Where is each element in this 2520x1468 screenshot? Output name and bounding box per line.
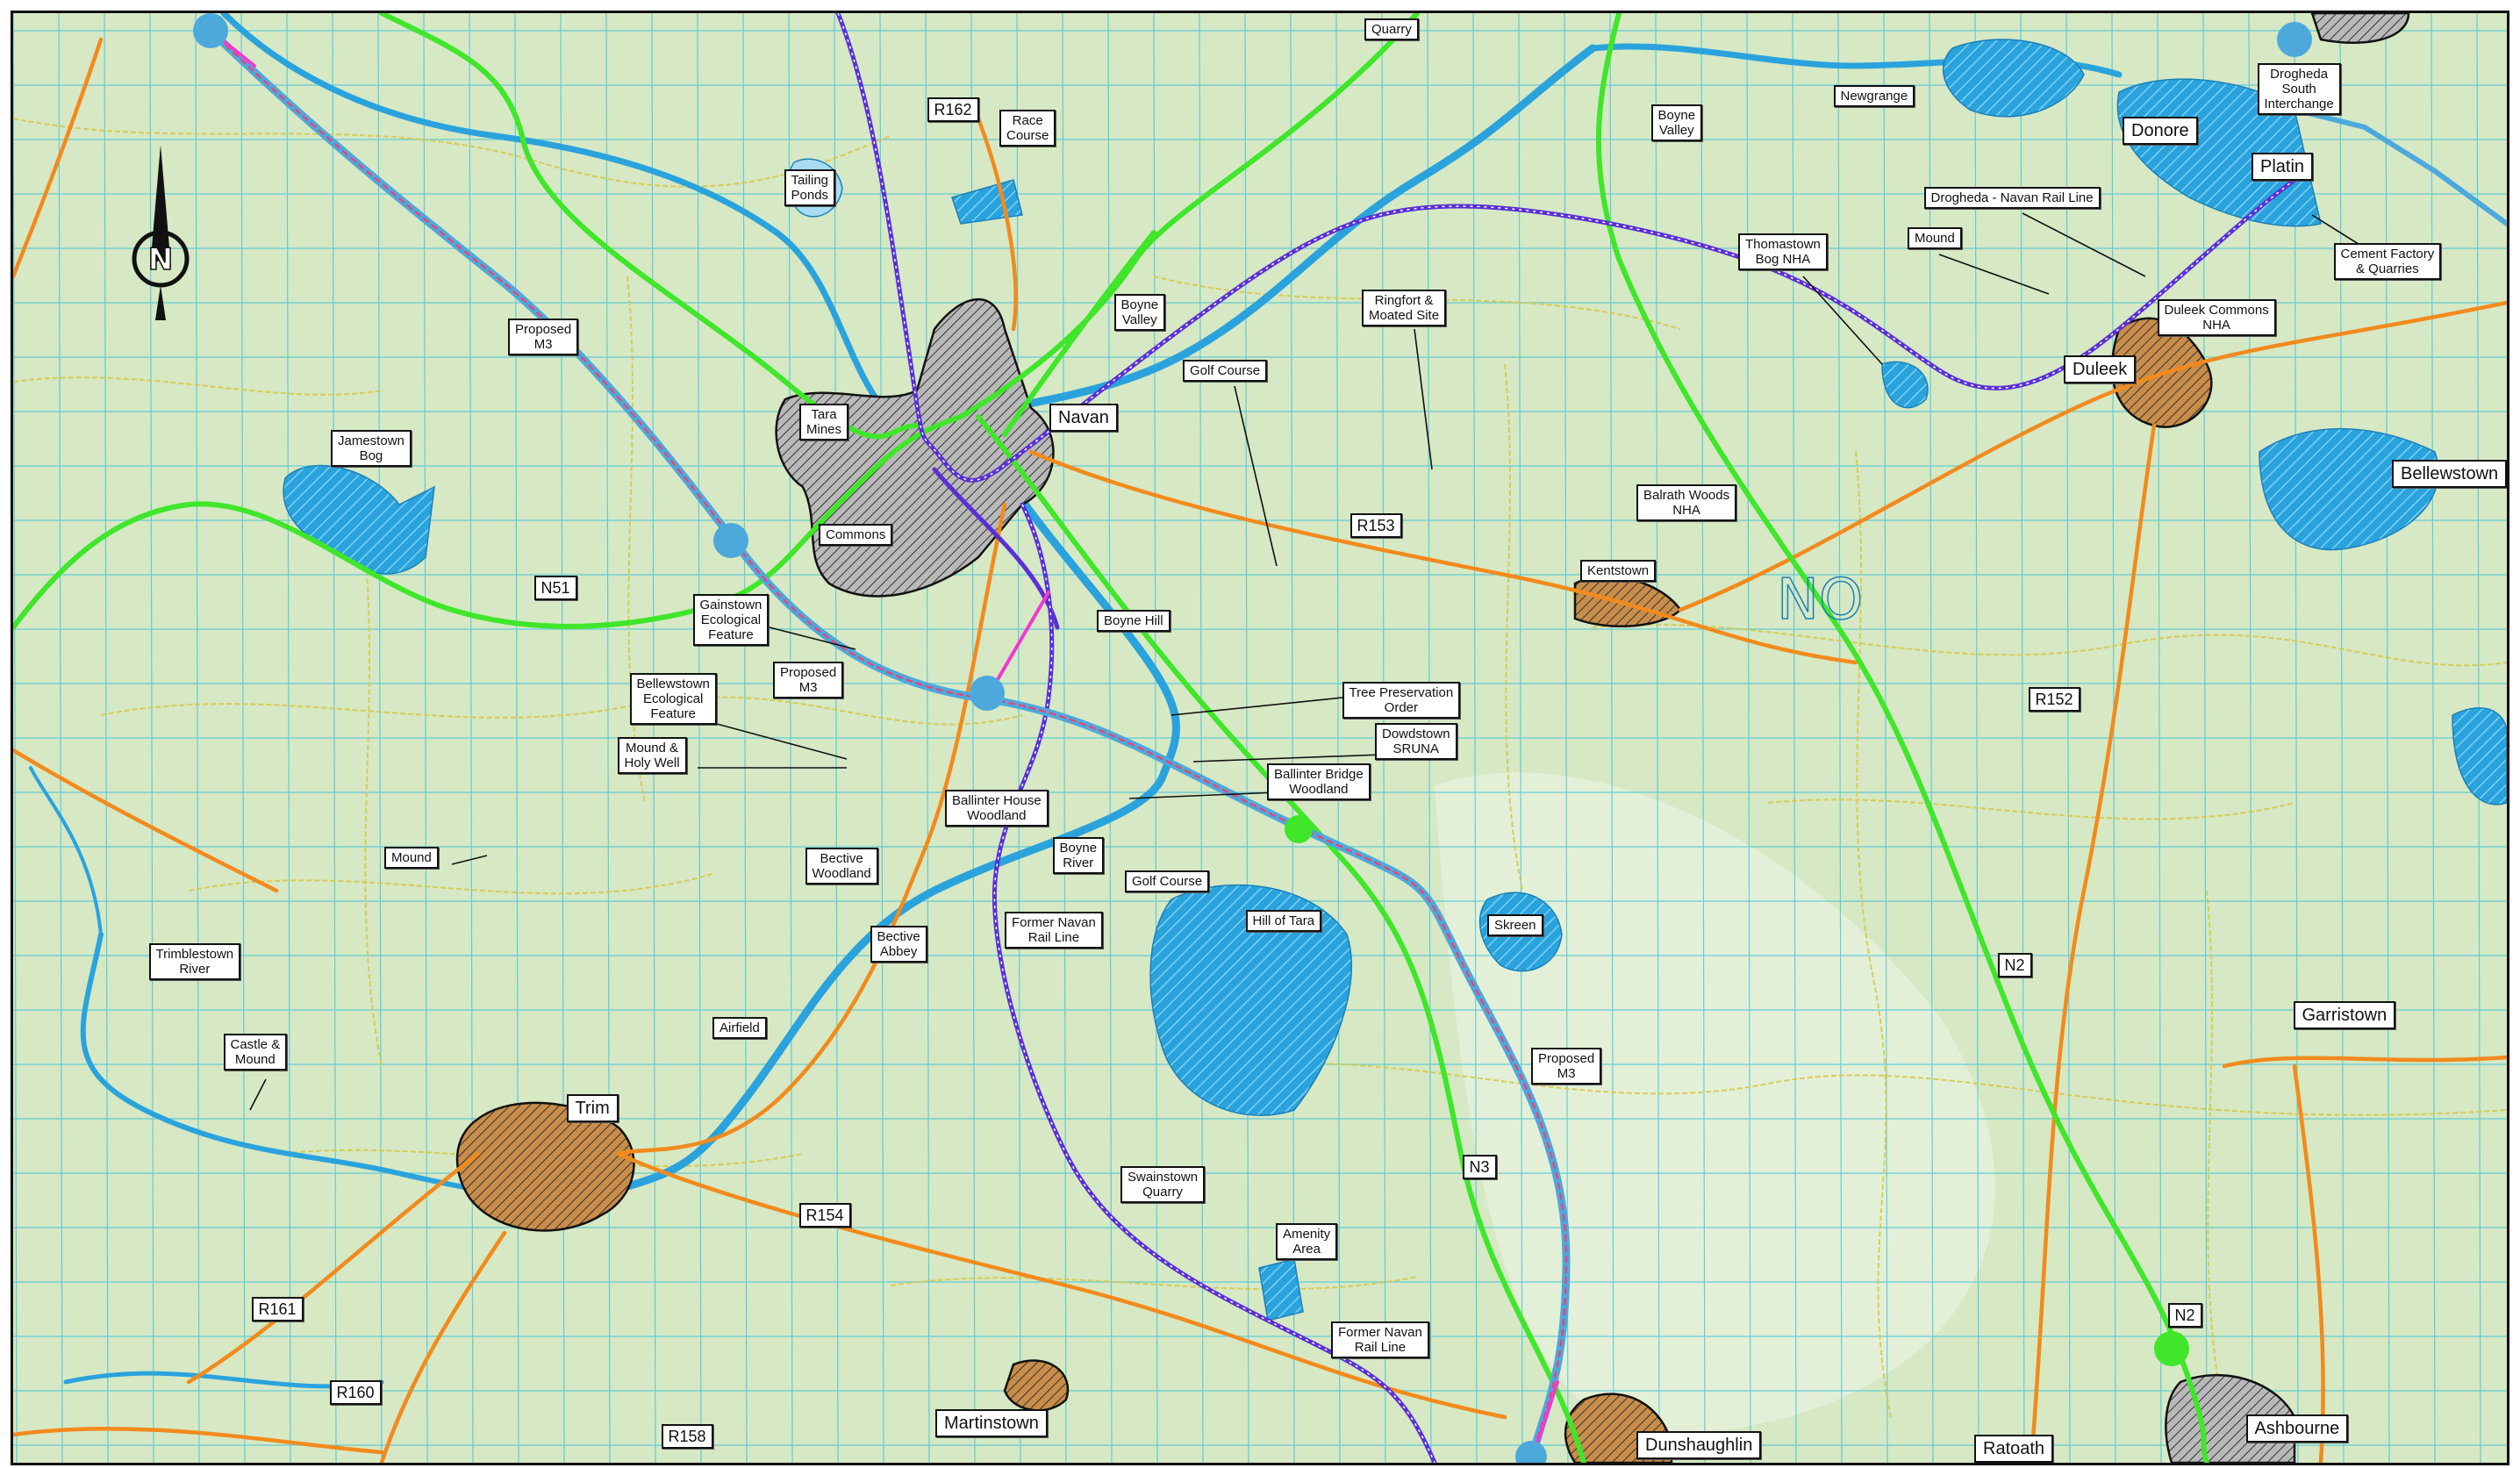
designated-areas [283, 39, 2507, 1321]
map-label-ashbourne: Ashbourne [2245, 1414, 2349, 1443]
map-label-tree-preservation: Tree Preservation Order [1342, 682, 1461, 719]
map-label-skreen: Skreen [1487, 913, 1543, 936]
jamestown-bog-area [283, 464, 435, 575]
map-label-newgrange: Newgrange [1833, 84, 1915, 107]
newgrange-area [1943, 39, 2085, 118]
map-label-castle-mound: Castle & Mound [223, 1034, 288, 1071]
map-label-r161: R161 [251, 1297, 304, 1321]
interchange-drogheda [2277, 22, 2312, 57]
interchange-dunshaughlin [1515, 1441, 1547, 1463]
interchange-gainstown [713, 523, 748, 558]
map-label-martinstown: Martinstown [935, 1409, 1048, 1437]
map-label-mound-holy-well: Mound & Holy Well [617, 737, 687, 774]
map-label-bective-abbey: Bective Abbey [870, 926, 927, 963]
map-label-bellewstown-1: Bellewstown [2392, 460, 2507, 488]
map-label-trimblestown: Trimblestown River [148, 943, 241, 980]
interchanges [193, 13, 2312, 1463]
map-label-tailing-ponds: Tailing Ponds [784, 169, 836, 206]
map-label-cement-factory: Cement Factory & Quarries [2333, 243, 2442, 280]
map-label-boyne-valley-2: Boyne Valley [1650, 104, 1703, 141]
map-label-gainstown: Gainstown Ecological Feature [692, 593, 770, 646]
map-label-balrath-woods: Balrath Woods NHA [1636, 484, 1737, 521]
map-label-navan: Navan [1049, 404, 1118, 432]
map-label-dunshaughlin: Dunshaughlin [1636, 1431, 1762, 1459]
svg-text:N: N [148, 242, 173, 277]
map-label-boyne-river: Boyne River [1052, 837, 1105, 874]
map-label-former-navan-1: Former Navan Rail Line [1005, 912, 1103, 949]
map-layer: NO [13, 13, 2507, 1463]
map-label-r153: R153 [1349, 513, 1402, 538]
map-watermark-text: NO [1777, 568, 1863, 633]
hill-of-tara-area [1149, 884, 1353, 1116]
drogheda-town [2310, 13, 2410, 44]
map-label-drogheda-navan: Drogheda - Navan Rail Line [1923, 186, 2101, 209]
map-label-r152: R152 [2028, 687, 2080, 712]
map-label-ballinter-house: Ballinter House Woodland [945, 790, 1049, 827]
map-label-proposed-m3-3: Proposed M3 [1531, 1048, 1602, 1085]
map-label-n2-1: N2 [1997, 953, 2032, 977]
map-label-bective-woodland: Bective Woodland [805, 848, 878, 884]
map-label-garristown: Garristown [2293, 1001, 2396, 1029]
north-arrow-icon: N [132, 145, 190, 320]
proposed-m3-route [206, 26, 2507, 1463]
map-label-n3: N3 [1462, 1155, 1497, 1179]
map-label-duleek: Duleek [2064, 355, 2137, 383]
map-label-ratoath: Ratoath [1974, 1435, 2054, 1463]
leader-lines [249, 212, 2383, 1111]
map-label-n2-2: N2 [2167, 1303, 2202, 1328]
map-label-r154: R154 [798, 1203, 851, 1228]
map-label-r158: R158 [661, 1424, 713, 1449]
map-label-ballinter-bridge: Ballinter Bridge Woodland [1267, 763, 1371, 800]
map-label-r162: R162 [927, 97, 979, 122]
map-label-mound-2: Mound [384, 846, 439, 869]
regional-roads [13, 37, 2507, 1463]
map-label-ringfort: Ringfort & Moated Site [1362, 290, 1447, 326]
map-label-jamestown-bog: Jamestown Bog [331, 430, 412, 467]
amenity-area [1258, 1258, 1304, 1321]
map-label-n51: N51 [533, 576, 577, 600]
map-label-mound-1: Mound [1908, 226, 1962, 249]
map-label-duleek-commons: Duleek Commons NHA [2157, 299, 2276, 336]
map-label-drogheda-south: Drogheda South Interchange [2257, 62, 2341, 115]
map-label-proposed-m3-2: Proposed M3 [773, 662, 844, 698]
map-label-platin: Platin [2252, 153, 2314, 181]
thomastown-bog-area [1881, 361, 1929, 409]
grid-lines [13, 13, 2507, 1463]
map-label-kentstown: Kentstown [1580, 559, 1657, 582]
map-label-golf-course-2: Golf Course [1125, 870, 1210, 892]
east-edge-area [2452, 706, 2507, 806]
martinstown-town [1003, 1359, 1070, 1412]
map-label-former-navan-2: Former Navan Rail Line [1331, 1321, 1429, 1358]
map-label-hill-of-tara: Hill of Tara [1245, 909, 1322, 932]
map-label-thomastown: Thomastown Bog NHA [1738, 233, 1828, 270]
interchange-n2 [2154, 1331, 2189, 1366]
map-label-airfield: Airfield [712, 1016, 767, 1039]
local-roads [13, 118, 2507, 1418]
rail-line-ticks [837, 13, 2295, 1463]
map-label-race-course: Race Course [999, 110, 1056, 147]
map-label-tara-mines: Tara Mines [799, 404, 849, 440]
map-label-commons: Commons [819, 523, 893, 546]
interchange-ballinter [1285, 815, 1313, 843]
map-label-swainstown: Swainstown Quarry [1120, 1166, 1206, 1203]
light-land-area [1435, 772, 1995, 1436]
map-label-proposed-m3-1: Proposed M3 [508, 319, 579, 355]
map-label-donore: Donore [2123, 117, 2198, 145]
map-label-boyne-hill: Boyne Hill [1097, 609, 1171, 632]
bellewstown-area [2259, 427, 2439, 551]
map-label-amenity: Amenity Area [1276, 1223, 1338, 1260]
map-label-dowdstown: Dowdstown SRUNA [1375, 723, 1457, 760]
map-label-bellewstown-eco: Bellewstown Ecological Feature [629, 672, 717, 725]
platin-area [2116, 78, 2322, 227]
map-label-quarry: Quarry [1364, 18, 1419, 40]
interchange-nw [193, 13, 228, 48]
map-label-r160: R160 [329, 1380, 382, 1405]
map-label-golf-course-1: Golf Course [1183, 359, 1268, 382]
map-label-boyne-valley-1: Boyne Valley [1113, 294, 1166, 331]
interchange-proposed-m3 [970, 676, 1005, 711]
map-label-trim: Trim [566, 1094, 619, 1122]
